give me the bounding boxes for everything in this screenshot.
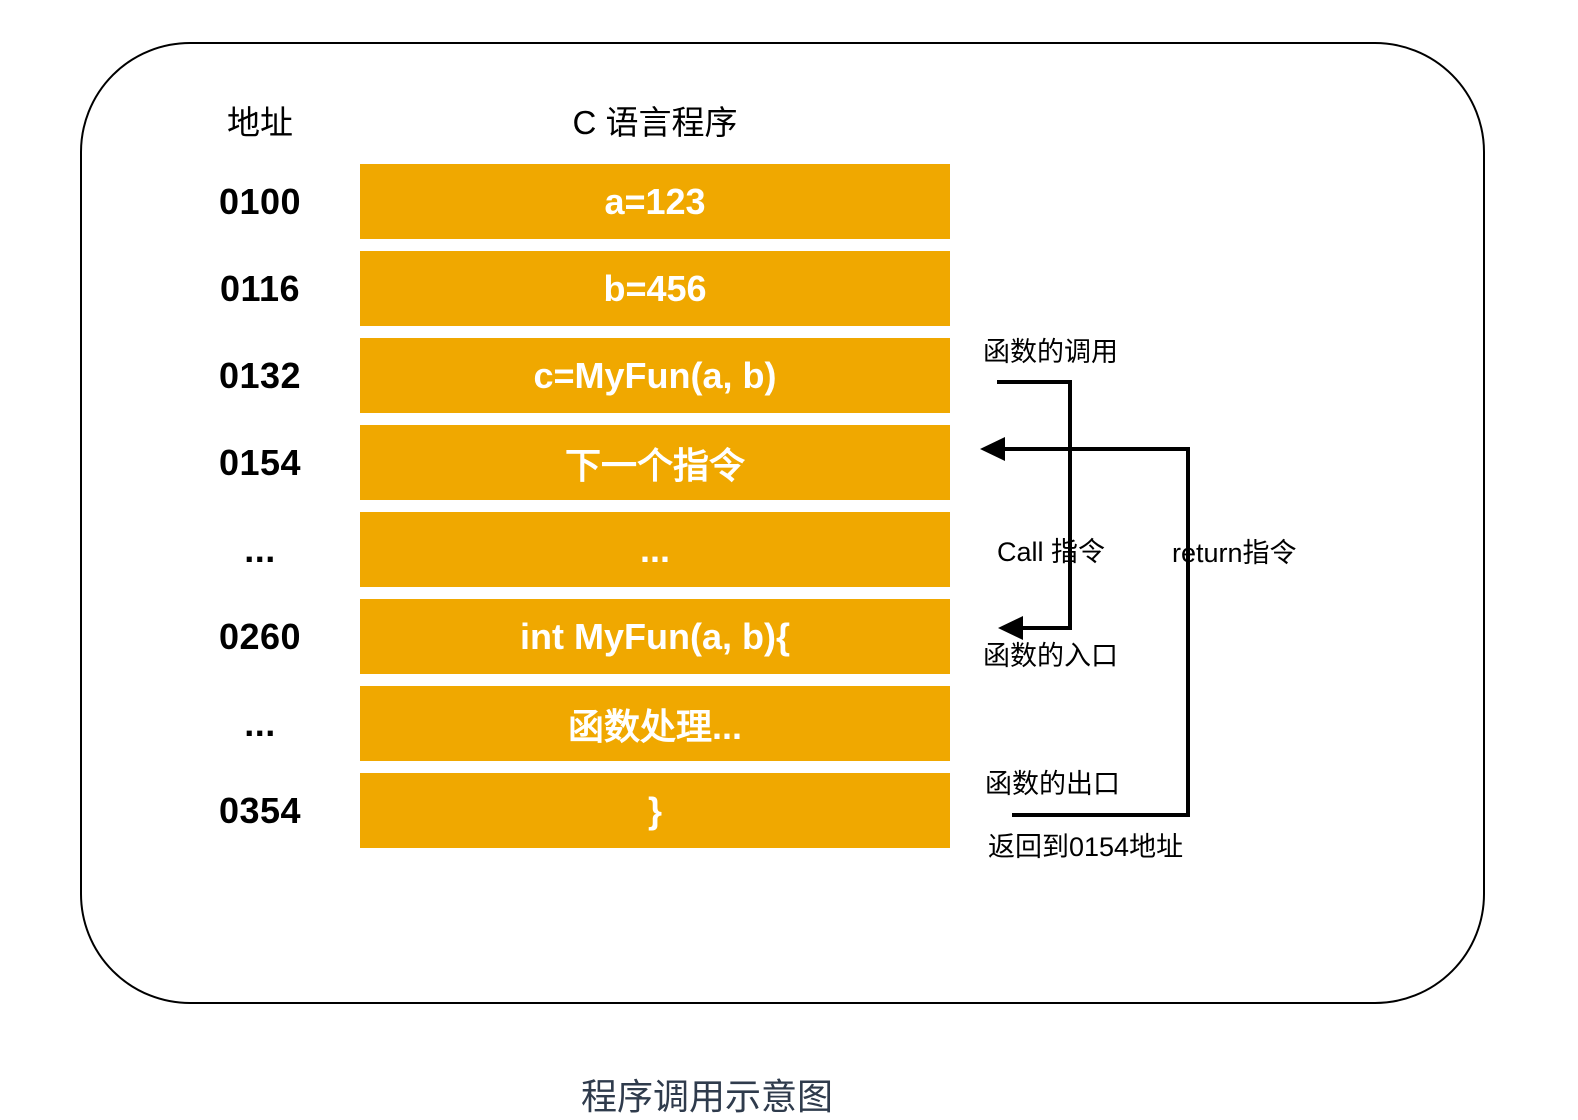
instruction-text: b=456 (603, 267, 707, 309)
address-label: 0354 (218, 789, 302, 831)
instruction-text: c=MyFun(a, b) (533, 354, 777, 396)
instruction-text: 函数处理... (567, 705, 742, 747)
memory-row: ... ... (0, 512, 1578, 587)
diagram-caption: 程序调用示意图 (580, 1076, 833, 1117)
instruction-text: } (647, 789, 662, 831)
function-call-label: 函数的调用 (983, 337, 1118, 367)
address-label: 0154 (218, 441, 302, 483)
address-label: 0260 (218, 615, 302, 657)
instruction-bar: 函数处理... (360, 686, 950, 761)
return-to-address-label: 返回到0154地址 (988, 832, 1184, 862)
address-label: 0100 (218, 180, 302, 222)
instruction-text: 下一个指令 (564, 444, 745, 486)
memory-row: 0116 b=456 (0, 251, 1578, 326)
diagram-frame (80, 42, 1485, 1004)
call-instruction-label: Call 指令 (997, 537, 1106, 567)
address-column-header: 地址 (227, 104, 293, 141)
program-column-header: C 语言程序 (572, 104, 738, 141)
memory-row: 0132 c=MyFun(a, b) (0, 338, 1578, 413)
instruction-bar: 下一个指令 (360, 425, 950, 500)
instruction-text: int MyFun(a, b){ (520, 615, 790, 657)
address-label: 0132 (218, 354, 302, 396)
instruction-bar: int MyFun(a, b){ (360, 599, 950, 674)
memory-row: 0354 } (0, 773, 1578, 848)
memory-row: 0260 int MyFun(a, b){ (0, 599, 1578, 674)
return-instruction-label: return指令 (1172, 538, 1297, 568)
instruction-text: a=123 (604, 180, 706, 222)
function-exit-label: 函数的出口 (985, 769, 1120, 799)
instruction-text: ... (639, 528, 670, 570)
instruction-bar: a=123 (360, 164, 950, 239)
instruction-bar: b=456 (360, 251, 950, 326)
memory-row: 0100 a=123 (0, 164, 1578, 239)
address-label: 0116 (219, 267, 301, 309)
instruction-bar: ... (360, 512, 950, 587)
memory-row: 0154 下一个指令 (0, 425, 1578, 500)
address-label: ... (244, 528, 276, 570)
memory-row: ... 函数处理... (0, 686, 1578, 761)
instruction-bar: } (360, 773, 950, 848)
function-entry-label: 函数的入口 (983, 641, 1118, 671)
instruction-bar: c=MyFun(a, b) (360, 338, 950, 413)
address-label: ... (244, 702, 276, 744)
